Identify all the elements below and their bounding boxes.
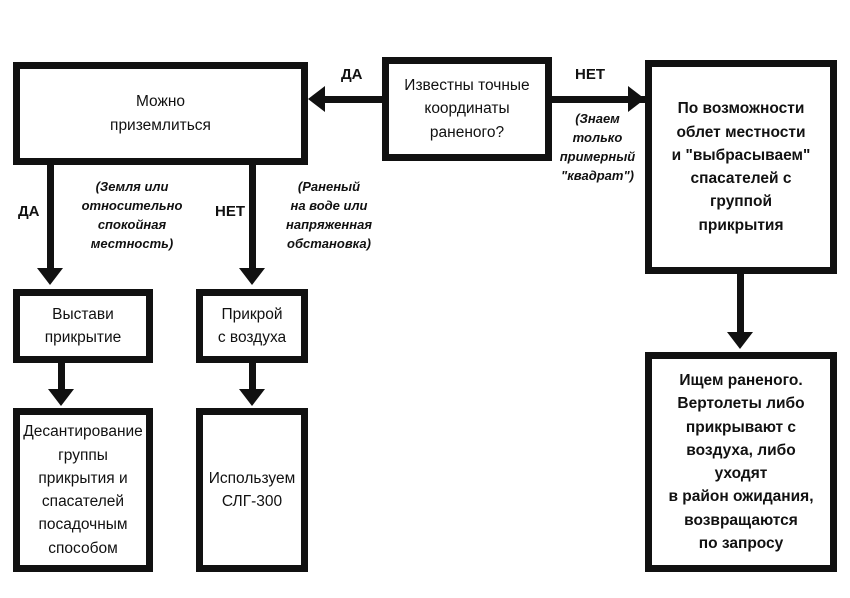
edge-label-no-top: НЕТ bbox=[575, 66, 605, 83]
node-can-land[interactable]: Можно приземлиться bbox=[13, 62, 308, 165]
node-decision-coordinates-label: Известны точные координаты раненого? bbox=[404, 77, 530, 141]
node-search-wounded-label: Ищем раненого. Вертолеты либо прикрывают… bbox=[668, 372, 814, 552]
node-cover-from-air[interactable]: Прикрой с воздуха bbox=[196, 289, 308, 363]
node-set-cover-label: Выстави прикрытие bbox=[44, 305, 122, 346]
node-set-cover[interactable]: Выстави прикрытие bbox=[13, 289, 153, 363]
edge-no-top-line bbox=[552, 96, 645, 103]
edge-yes-top-arrowhead bbox=[308, 86, 325, 112]
edge-overfly-to-search-line bbox=[737, 274, 744, 334]
edge-yes-left-arrowhead bbox=[37, 268, 63, 285]
node-overfly-area[interactable]: По возможности облет местности и "выбрас… bbox=[645, 60, 837, 274]
edge-yes-top-line bbox=[325, 96, 382, 103]
edge-no-top-arrowhead bbox=[628, 86, 645, 112]
edge-set-cover-to-drop-arrowhead bbox=[48, 389, 74, 406]
edge-no-mid-arrowhead bbox=[239, 268, 265, 285]
edge-cover-to-slg-line bbox=[249, 363, 256, 391]
node-landing-drop-label: Десантирование группы прикрытия и спасат… bbox=[23, 423, 143, 557]
edge-cover-to-slg-arrowhead bbox=[239, 389, 265, 406]
node-can-land-label: Можно приземлиться bbox=[110, 93, 211, 134]
edge-overfly-to-search-arrowhead bbox=[727, 332, 753, 349]
node-decision-coordinates[interactable]: Известны точные координаты раненого? bbox=[382, 57, 552, 161]
edge-yes-left-line bbox=[47, 165, 54, 270]
node-use-slg[interactable]: Используем СЛГ-300 bbox=[196, 408, 308, 572]
node-cover-from-air-label: Прикрой с воздуха bbox=[217, 305, 287, 346]
node-use-slg-label: Используем СЛГ-300 bbox=[208, 469, 296, 510]
edge-set-cover-to-drop-line bbox=[58, 363, 65, 391]
note-approx-square: (Знаем только примерный "квадрат") bbox=[559, 111, 636, 183]
edge-no-mid-line bbox=[249, 165, 256, 270]
node-landing-drop[interactable]: Десантирование группы прикрытия и спасат… bbox=[13, 408, 153, 572]
node-overfly-area-label: По возможности облет местности и "выбрас… bbox=[671, 100, 811, 234]
edge-label-no-mid: НЕТ bbox=[215, 203, 245, 220]
note-ground-calm: (Земля или относительно спокойная местно… bbox=[81, 179, 183, 251]
edge-label-yes-top: ДА bbox=[341, 66, 363, 83]
note-water-tense: (Раненый на воде или напряженная обстано… bbox=[285, 179, 372, 251]
edge-label-yes-left: ДА bbox=[18, 203, 40, 220]
node-search-wounded[interactable]: Ищем раненого. Вертолеты либо прикрывают… bbox=[645, 352, 837, 572]
